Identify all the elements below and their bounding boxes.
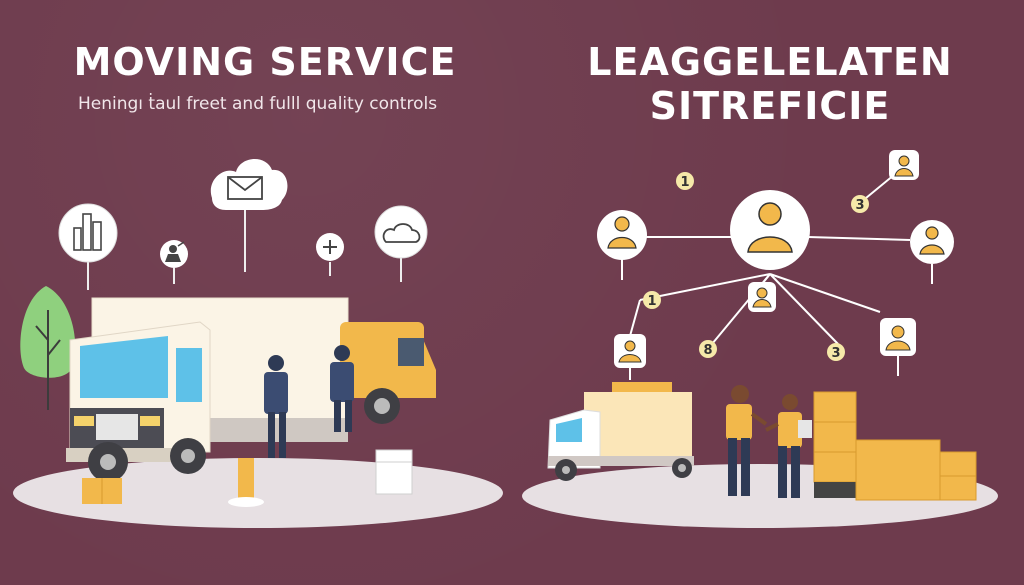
bollard	[228, 458, 264, 507]
box-icon	[82, 478, 122, 504]
user-avatar-icon	[880, 318, 916, 356]
user-avatar-icon	[889, 150, 919, 180]
worker-person	[765, 394, 812, 498]
number-badge: 1	[676, 172, 694, 190]
number-badge: 3	[851, 195, 869, 213]
worker-person	[726, 385, 768, 496]
envelope-cloud-icon	[210, 158, 288, 272]
user-avatar-icon	[614, 334, 646, 368]
network-lines	[621, 169, 933, 380]
right-title-line1: LEAGGELELATEN	[587, 40, 953, 84]
tree-icon	[20, 286, 76, 410]
right-title-line2: SITREFICIE	[649, 84, 891, 128]
mover-person	[330, 345, 354, 432]
left-title: MOVING SERVICE	[73, 40, 457, 84]
number-badge: 8	[699, 340, 717, 358]
mover-person	[264, 355, 288, 458]
buildings-icon	[58, 203, 118, 290]
box-stack	[813, 391, 977, 501]
svg-text:8: 8	[703, 343, 712, 358]
box-icon	[375, 449, 413, 495]
left-subtitle: Heningı ṫaul freet and fulll quality con…	[78, 94, 438, 114]
user-avatar-icon	[748, 282, 776, 312]
person-icon	[160, 240, 188, 284]
user-avatar-icon	[910, 220, 954, 264]
delivery-truck	[547, 382, 694, 481]
svg-text:3: 3	[855, 198, 864, 213]
svg-text:1: 1	[680, 175, 689, 190]
number-badge: 3	[827, 343, 845, 361]
user-avatar-icon	[730, 190, 810, 270]
svg-text:1: 1	[647, 294, 656, 309]
cloud-icon	[374, 205, 428, 282]
svg-text:3: 3	[831, 346, 840, 361]
number-badge: 1	[643, 291, 661, 309]
plus-icon	[316, 233, 344, 276]
user-avatar-icon	[597, 210, 647, 260]
